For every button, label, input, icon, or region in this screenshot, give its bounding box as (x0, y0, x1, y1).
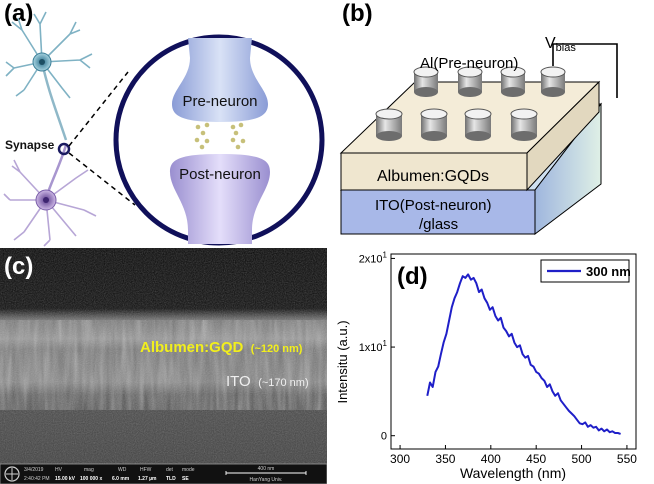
bias-wire (552, 43, 618, 98)
sem-institution: HanYang Univ. (250, 477, 283, 483)
al-electrode-array (375, 66, 566, 141)
sem-header-hfw: HFW (140, 467, 152, 473)
pre-neuron-terminal (172, 38, 268, 122)
y-axis-label: Intensitu (a.u.) (335, 320, 350, 403)
post-neuron-label: Post-neuron (179, 166, 261, 183)
panel-a-synapse-diagram: Synapse Pre-neuron Post-neuron (3, 11, 325, 247)
y-tick-label: 1x101 (359, 339, 388, 354)
sem-value-det: TLD (166, 476, 176, 482)
sem-info-bar (0, 463, 327, 484)
legend-box (540, 259, 630, 283)
al-electrode-label: Al(Pre-neuron) (420, 55, 518, 72)
glass-label: /glass (419, 216, 458, 233)
sem-header-mode: mode (182, 467, 195, 473)
x-tick-label: 550 (617, 452, 637, 466)
panel-b-label: (b) (342, 0, 373, 27)
sem-logo-icon (4, 466, 20, 482)
sem-time: 2:40:42 PM (24, 476, 50, 482)
sem-value-mode: SE (182, 476, 189, 482)
panel-d-label: (d) (397, 263, 428, 290)
ito-layer-label: ITO (~170 nm) (226, 373, 309, 390)
sem-scale-bar (225, 471, 307, 475)
legend: 300 nm (540, 259, 631, 283)
sem-value-hv: 15.00 kV (55, 476, 76, 482)
panel-b-device-diagram: Vbias Al(Pre-neuron) Albumen:GQDs ITO(Po… (339, 35, 618, 236)
legend-label-300nm: 300 nm (586, 264, 631, 279)
x-tick-label: 300 (390, 452, 410, 466)
x-axis-label: Wavelength (nm) (460, 465, 566, 481)
ito-label: ITO(Post-neuron) (375, 197, 491, 214)
synapse-marker (57, 142, 71, 156)
sem-value-mag: 100 000 x (80, 476, 102, 482)
x-tick-label: 400 (481, 452, 501, 466)
y-tick-label: 2x101 (359, 250, 388, 265)
neurotransmitter-dots (194, 122, 246, 150)
synapse-label: Synapse (5, 138, 55, 152)
y-tick-label: 0 (381, 431, 387, 443)
panel-c-sem-image: (c) Albumen:GQD (~120 nm) ITO (~170 nm) … (0, 248, 327, 484)
sem-value-wd: 6.0 mm (112, 476, 130, 482)
pre-neuron-label: Pre-neuron (182, 93, 257, 110)
sem-header-mag: mag (84, 467, 94, 473)
sem-header-det: det (166, 467, 174, 473)
plot-frame (390, 253, 637, 450)
panel-d-chart: (d) Intensitu (a.u.) Wavelength (nm) 300… (335, 250, 637, 481)
sem-header-hv: HV (55, 467, 63, 473)
sem-value-hfw: 1.27 µm (138, 476, 157, 482)
x-tick-label: 450 (526, 452, 546, 466)
series-line-300nm (426, 273, 621, 435)
x-tick-label: 500 (572, 452, 592, 466)
sem-date: 3/4/2019 (24, 467, 44, 473)
zoom-line-top (68, 71, 129, 147)
bias-label: Vbias (545, 35, 576, 54)
sem-header-wd: WD (118, 467, 127, 473)
post-neuron-terminal (170, 154, 270, 244)
upper-neuron-icon (5, 11, 93, 141)
x-tick-label: 350 (435, 452, 455, 466)
sem-scale-label: 400 nm (258, 466, 275, 472)
panel-c-label: (c) (4, 253, 33, 280)
gqd-label: Albumen:GQD (~120 nm) (140, 339, 303, 356)
albumen-gqd-label: Albumen:GQDs (377, 168, 489, 185)
